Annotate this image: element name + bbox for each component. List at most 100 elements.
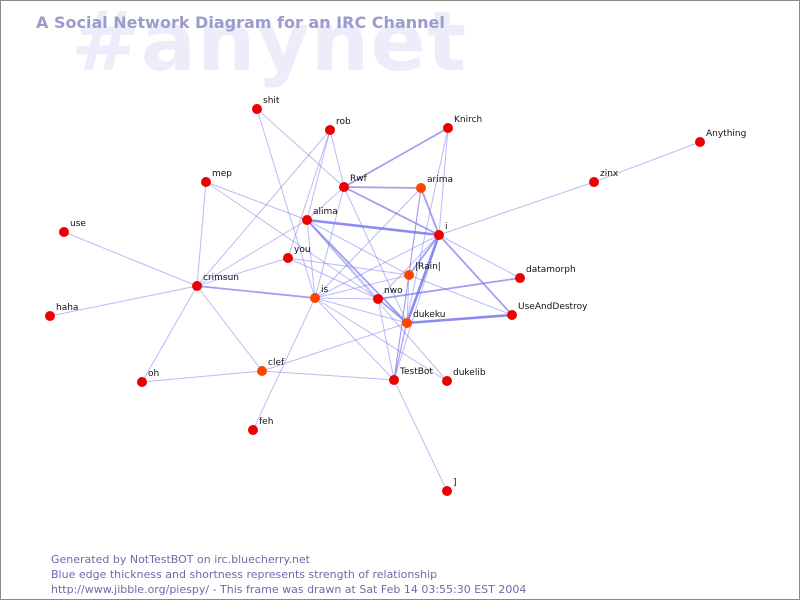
node-label: nwo [384, 286, 403, 296]
node-label: is [321, 285, 329, 295]
edge-i-TestBot [393, 234, 440, 381]
edge-clef-oh [141, 370, 263, 383]
node-Rwf[interactable]: Rwf [339, 174, 368, 192]
node-marker[interactable] [507, 310, 517, 320]
node-marker[interactable] [192, 281, 202, 291]
node-use[interactable]: use [59, 219, 86, 237]
edge-crimsun-is [196, 285, 316, 299]
node-rob[interactable]: rob [325, 117, 351, 135]
node-feh[interactable]: feh [248, 417, 273, 435]
edge-alima-i [306, 218, 440, 237]
node-marker[interactable] [310, 293, 320, 303]
node-marker[interactable] [283, 253, 293, 263]
edge-arima-is [314, 187, 422, 299]
node-marker[interactable] [339, 182, 349, 192]
node-label: oh [148, 369, 159, 379]
edge-shit-Rwf [256, 108, 345, 188]
node-clef[interactable]: clef [257, 358, 285, 376]
node-marker[interactable] [252, 104, 262, 114]
edge-mep-alima [205, 181, 308, 221]
node-marker[interactable] [404, 270, 414, 280]
node-marker[interactable] [302, 215, 312, 225]
diagram-title: A Social Network Diagram for an IRC Chan… [36, 13, 445, 32]
node-marker[interactable] [59, 227, 69, 237]
node-alima[interactable]: alima [302, 207, 338, 225]
node-label: |Rain| [415, 262, 441, 272]
node-datamorph[interactable]: datamorph [515, 265, 576, 283]
node-marker[interactable] [442, 376, 452, 386]
edge-is-dukelib [314, 297, 448, 382]
node-shit[interactable]: shit [252, 96, 280, 114]
edge-Rain-UseAndDestroy [408, 274, 513, 316]
node-label: crimsun [203, 273, 239, 283]
node-label: Knirch [454, 115, 482, 125]
node-arima[interactable]: arima [416, 175, 453, 193]
node-label: rob [336, 117, 351, 127]
node-marker[interactable] [589, 177, 599, 187]
node-label: use [70, 219, 86, 229]
node-marker[interactable] [325, 125, 335, 135]
node-label: i [445, 222, 448, 232]
edge-mep-crimsun [196, 181, 207, 287]
node-marker[interactable] [137, 377, 147, 387]
node-label: alima [313, 207, 338, 217]
node-you[interactable]: you [283, 245, 311, 263]
node-marker[interactable] [389, 375, 399, 385]
node-marker[interactable] [443, 123, 453, 133]
edge-Knirch-Rwf [343, 127, 449, 188]
node-bracket[interactable]: ] [442, 478, 457, 496]
node-marker[interactable] [442, 486, 452, 496]
edge-i-datamorph [438, 234, 521, 279]
node-mep[interactable]: mep [201, 169, 232, 187]
edge-clef-TestBot [261, 370, 395, 381]
node-dukeku[interactable]: dukeku [402, 310, 445, 328]
edge-mep-nwo [205, 181, 379, 300]
node-TestBot[interactable]: TestBot [389, 367, 433, 385]
node-UseAndDestroy[interactable]: UseAndDestroy [507, 302, 588, 320]
edge-i-dukeku [405, 234, 441, 324]
footer-source-link[interactable]: http://www.jibble.org/piespy/ - This fra… [51, 583, 527, 596]
node-marker[interactable] [515, 273, 525, 283]
node-Rain[interactable]: |Rain| [404, 262, 441, 280]
node-label: dukeku [413, 310, 445, 320]
edge-is-dukeku [314, 297, 408, 324]
edge-alima-is [306, 219, 316, 299]
node-marker[interactable] [402, 318, 412, 328]
node-haha[interactable]: haha [45, 303, 78, 321]
edge-crimsun-haha [49, 285, 198, 317]
node-marker[interactable] [248, 425, 258, 435]
node-Anything[interactable]: Anything [695, 129, 746, 147]
node-marker[interactable] [695, 137, 705, 147]
edge-i-nwo [377, 234, 440, 300]
node-Knirch[interactable]: Knirch [443, 115, 482, 133]
node-dukelib[interactable]: dukelib [442, 368, 486, 386]
node-crimsun[interactable]: crimsun [192, 273, 239, 291]
edge-shit-is [256, 108, 316, 299]
node-label: mep [212, 169, 232, 179]
edge-crimsun-clef [196, 285, 263, 372]
node-marker[interactable] [257, 366, 267, 376]
channel-watermark: #anynet [71, 0, 468, 90]
edge-you-Rain [287, 257, 410, 276]
node-marker[interactable] [45, 311, 55, 321]
node-nwo[interactable]: nwo [373, 286, 403, 304]
edge-dukeku-UseAndDestroy [406, 313, 513, 325]
node-is[interactable]: is [310, 285, 329, 303]
node-marker[interactable] [373, 294, 383, 304]
node-marker[interactable] [201, 177, 211, 187]
edge-nwo-dukeku [377, 298, 408, 324]
edge-Knirch-i [438, 127, 449, 236]
node-i[interactable]: i [434, 222, 448, 240]
node-oh[interactable]: oh [137, 369, 159, 387]
node-marker[interactable] [434, 230, 444, 240]
node-zinx[interactable]: zinx [589, 169, 619, 187]
node-marker[interactable] [416, 183, 426, 193]
edge-Rwf-i [343, 186, 440, 236]
node-label: Rwf [350, 174, 368, 184]
edge-rob-alima [306, 129, 331, 221]
edge-Anything-zinx [593, 141, 701, 183]
node-label: clef [268, 358, 285, 368]
node-label: arima [427, 175, 453, 185]
